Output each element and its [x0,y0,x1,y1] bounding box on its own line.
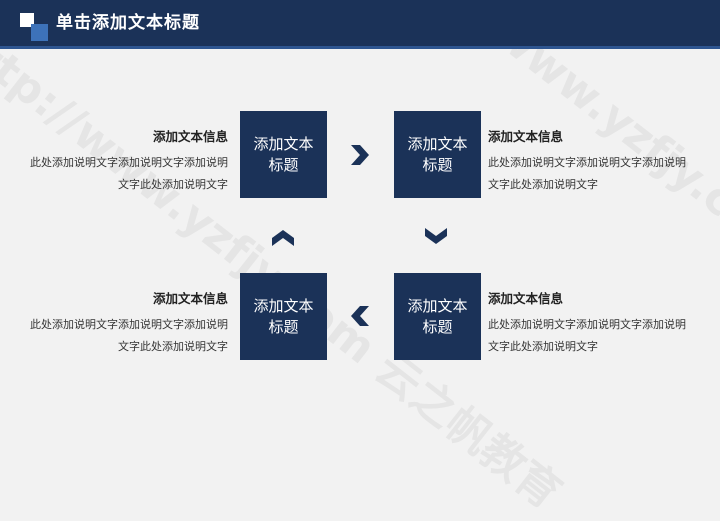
step-3-box-label: 添加文本标题 [407,296,468,336]
step-3-heading[interactable]: 添加文本信息 [488,291,564,306]
step-1-heading[interactable]: 添加文本信息 [152,129,228,144]
step-4-box[interactable]: 添加文本标题 [240,273,327,360]
step-2-info: 添加文本信息 此处添加说明文字添加说明文字添加说明文字此处添加说明文字 [488,129,688,196]
step-2-box[interactable]: 添加文本标题 [394,111,481,198]
step-2-body[interactable]: 此处添加说明文字添加说明文字添加说明文字此处添加说明文字 [488,156,686,191]
step-3-box[interactable]: 添加文本标题 [394,273,481,360]
step-3-body[interactable]: 此处添加说明文字添加说明文字添加说明文字此处添加说明文字 [488,318,686,353]
step-4-heading[interactable]: 添加文本信息 [152,291,228,306]
chevron-right-icon [351,145,369,165]
chevron-up-icon [272,230,294,246]
chevron-left-icon [351,306,369,326]
header-underline [0,46,720,49]
step-2-heading[interactable]: 添加文本信息 [488,129,564,144]
step-3-info: 添加文本信息 此处添加说明文字添加说明文字添加说明文字此处添加说明文字 [488,291,688,358]
step-4-info: 添加文本信息 此处添加说明文字添加说明文字添加说明文字此处添加说明文字 [28,291,228,358]
step-1-box[interactable]: 添加文本标题 [240,111,327,198]
step-4-body[interactable]: 此处添加说明文字添加说明文字添加说明文字此处添加说明文字 [30,318,228,353]
logo-square-back [20,13,34,27]
page-title[interactable]: 单击添加文本标题 [56,13,200,33]
step-2-box-label: 添加文本标题 [407,134,468,174]
logo-square-front [31,24,48,41]
step-1-box-label: 添加文本标题 [253,134,314,174]
watermark: http://www.yzfjy.com 云之帆教育 [0,12,571,519]
step-1-info: 添加文本信息 此处添加说明文字添加说明文字添加说明文字此处添加说明文字 [28,129,228,196]
chevron-down-icon [425,228,447,244]
step-4-box-label: 添加文本标题 [253,296,314,336]
step-1-body[interactable]: 此处添加说明文字添加说明文字添加说明文字此处添加说明文字 [30,156,228,191]
header-bar [0,0,720,46]
